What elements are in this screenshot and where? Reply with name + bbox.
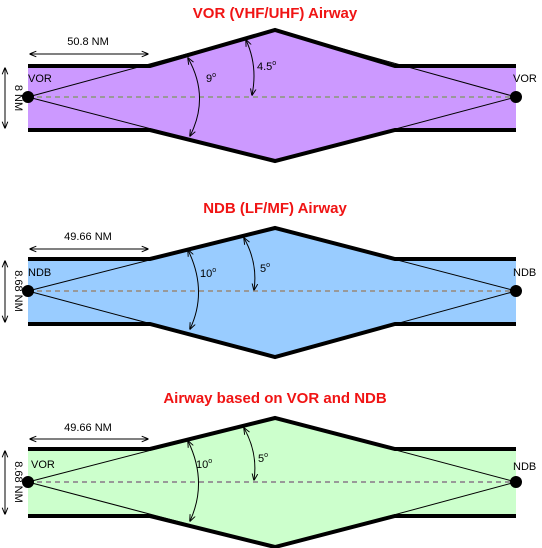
vor-total-angle-value: 9o: [206, 72, 216, 85]
vor-airway-panel: VOR (VHF/UHF) Airway VOR VOR 50.8 NM 8 N…: [5, 5, 537, 164]
mixed-half-angle-arc: [244, 428, 255, 480]
vor-airway-title: VOR (VHF/UHF) Airway: [193, 5, 358, 22]
vor-left-station-dot: [22, 91, 34, 103]
mixed-right-station-label: NDB: [513, 461, 536, 473]
mixed-airway-title: Airway based on VOR and NDB: [163, 390, 387, 407]
mixed-total-angle-arc: [188, 441, 199, 521]
mixed-distance-label: 49.66 NM: [64, 422, 112, 434]
ndb-total-angle-arc: [188, 250, 199, 329]
vor-airway-area: [28, 30, 516, 161]
ndb-airway-panel: NDB (LF/MF) Airway NDB NDB 49.66 NM 8.68…: [5, 200, 536, 360]
ndb-airway-area: [28, 228, 516, 357]
mixed-right-station-dot: [510, 476, 522, 488]
ndb-right-station-label: NDB: [513, 267, 536, 279]
vor-right-station-label: VOR: [513, 73, 537, 85]
ndb-half-angle-value: 5o: [260, 262, 270, 275]
vor-radial-lines: [27, 29, 517, 162]
vor-half-angle-arc: [246, 40, 254, 95]
ndb-total-angle-value: 10o: [200, 267, 216, 280]
ndb-radial-lines: [27, 227, 517, 358]
vor-left-station-label: VOR: [28, 73, 52, 85]
ndb-left-station-label: NDB: [28, 267, 51, 279]
ndb-width-label: 8.68 NM: [12, 270, 24, 312]
vor-total-angle-arc: [188, 58, 200, 136]
mixed-left-station-label: VOR: [31, 459, 55, 471]
mixed-width-label: 8.68 NM: [12, 461, 24, 503]
mixed-half-angle-value: 5o: [258, 452, 268, 465]
ndb-distance-label: 49.66 NM: [64, 231, 112, 243]
ndb-right-station-dot: [510, 285, 522, 297]
mixed-total-angle-value: 10o: [196, 458, 212, 471]
vor-half-angle-value: 4.5o: [257, 60, 276, 73]
mixed-left-station-dot: [22, 476, 34, 488]
vor-width-label: 8 NM: [12, 85, 24, 111]
ndb-airway-title: NDB (LF/MF) Airway: [203, 200, 347, 217]
vor-right-station-dot: [510, 91, 522, 103]
ndb-half-angle-arc: [244, 238, 255, 290]
mixed-airway-panel: Airway based on VOR and NDB VOR NDB 49.6…: [5, 390, 536, 548]
ndb-left-station-dot: [22, 285, 34, 297]
mixed-radial-lines: [27, 417, 517, 548]
vor-distance-label: 50.8 NM: [67, 36, 109, 48]
